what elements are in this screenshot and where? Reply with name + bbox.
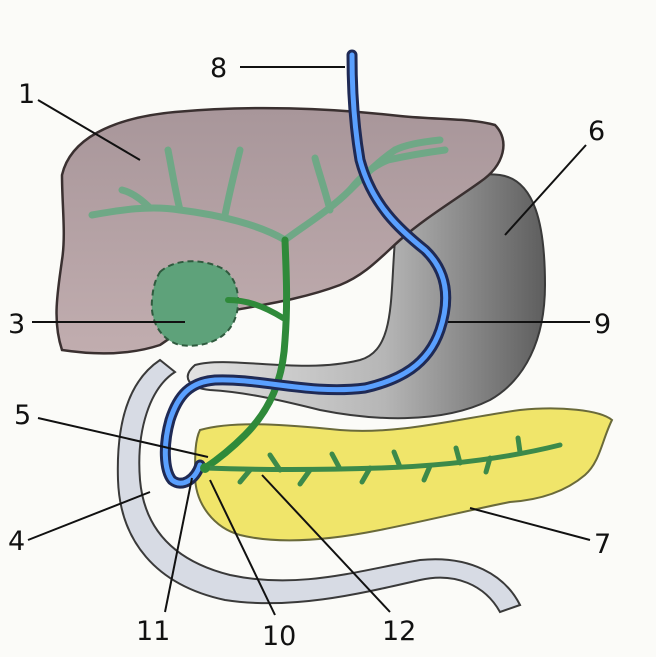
- gallbladder: [152, 261, 238, 346]
- callout-label-9: 9: [594, 309, 611, 340]
- callout-label-6: 6: [588, 116, 605, 147]
- callout-label-3: 3: [8, 309, 25, 340]
- callout-label-8: 8: [210, 53, 227, 84]
- papilla-dot: [200, 463, 210, 473]
- pancreas: [195, 408, 612, 540]
- callout-label-10: 10: [262, 621, 296, 652]
- callout-label-12: 12: [382, 616, 416, 647]
- callout-label-1: 1: [18, 79, 35, 110]
- callout-label-4: 4: [8, 526, 25, 557]
- callout-label-11: 11: [136, 616, 170, 647]
- callout-label-5: 5: [14, 400, 31, 431]
- leader-7: [470, 508, 590, 540]
- callout-label-7: 7: [594, 529, 611, 560]
